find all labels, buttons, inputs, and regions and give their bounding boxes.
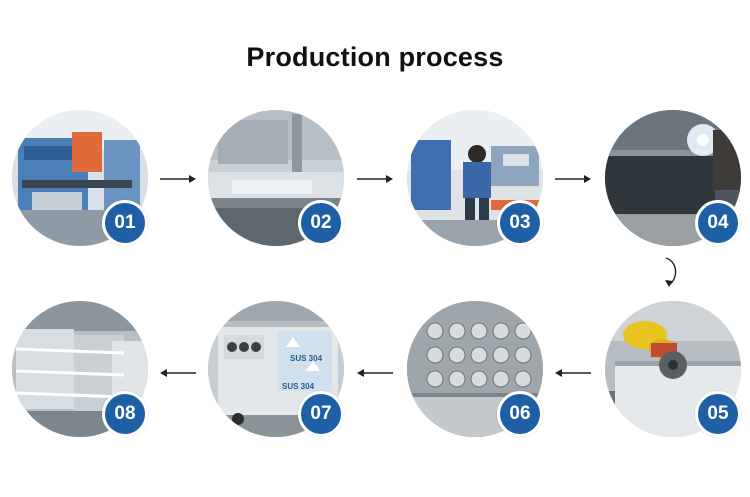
process-step-04: 04 — [605, 110, 741, 246]
process-step-08: 08 — [12, 301, 148, 437]
arrow-right-icon — [357, 175, 393, 183]
process-step-05: 05 — [605, 301, 741, 437]
arrow-right-icon — [160, 175, 196, 183]
arrow-right-icon — [555, 175, 591, 183]
step-number-badge: 02 — [298, 200, 344, 246]
step-number-badge: 06 — [497, 391, 543, 437]
arrow-left-icon — [555, 369, 591, 377]
arrow-left-icon — [357, 369, 393, 377]
page-title: Production process — [246, 42, 504, 72]
tank-label: SUS 304 — [290, 354, 323, 363]
step-number-badge: 07 — [298, 391, 344, 437]
step-photo-bending — [208, 110, 344, 246]
arrow-left-icon — [160, 369, 196, 377]
step-number-badge: 05 — [695, 391, 741, 437]
process-step-02: 02 — [208, 110, 344, 246]
process-step-07: SUS 304 SUS 304 07 — [208, 301, 344, 437]
process-step-06: 06 — [407, 301, 543, 437]
arrow-turn-down-icon — [665, 257, 677, 287]
process-step-03: 03 — [407, 110, 543, 246]
step-photo-transducers — [407, 301, 543, 437]
process-step-01: 01 — [12, 110, 148, 246]
tank-label: SUS 304 — [282, 382, 315, 391]
step-number-badge: 03 — [497, 200, 543, 246]
step-number-badge: 04 — [695, 200, 741, 246]
step-number-badge: 01 — [102, 200, 148, 246]
step-number-badge: 08 — [102, 391, 148, 437]
